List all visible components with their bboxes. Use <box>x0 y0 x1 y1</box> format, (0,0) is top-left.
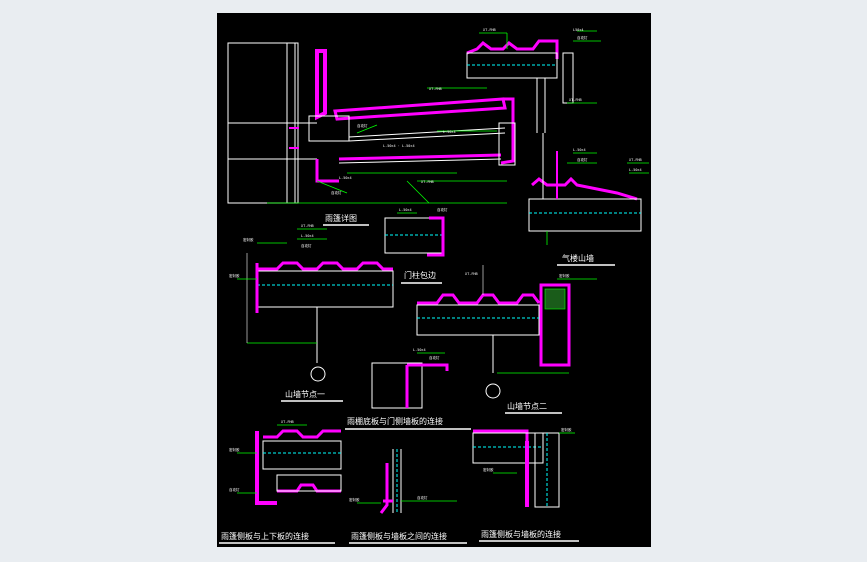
callout: 密封胶 <box>483 467 494 472</box>
roof-panel-profile <box>417 293 541 305</box>
title-canopy-side-top-bottom: 雨篷侧板与上下板的连接 <box>221 531 309 541</box>
hatched-block <box>544 288 566 310</box>
callout: 自攻钉 <box>331 190 342 195</box>
title-door-column-cover: 门柱包边 <box>404 270 436 280</box>
axis-marker <box>485 383 501 399</box>
callout: XT-FHB <box>429 87 442 91</box>
callout: 自攻钉 <box>417 495 428 500</box>
roof-panel-profile <box>255 261 393 271</box>
callout: L-50×4 · L-50×4 <box>383 144 415 148</box>
callout: 自攻钉 <box>577 35 588 40</box>
callout: 密封胶 <box>561 427 572 432</box>
canopy-soffit-panel <box>338 153 502 161</box>
callout: L-50×4 <box>629 168 642 172</box>
callout: 自攻钉 <box>577 157 588 162</box>
callout: 密封胶 <box>243 237 254 242</box>
parapet-panel-profile <box>531 176 638 201</box>
canopy-fascia-panel <box>315 49 327 121</box>
title-canopy-side-wall: 雨篷侧板与墙板的连接 <box>481 529 561 539</box>
callout: XT-FHB <box>483 28 496 32</box>
callout: XT-FHB <box>465 272 478 276</box>
callout: L-50×4 <box>573 148 586 152</box>
canopy-side-between-view <box>357 449 457 514</box>
canopy-side-top-bottom-view <box>237 424 342 505</box>
callout: L-50×4 <box>399 208 412 212</box>
callout: 自攻钉 <box>229 487 240 492</box>
title-canopy-side-between: 雨篷侧板与墙板之间的连接 <box>351 531 447 541</box>
callout: XT-FHB <box>629 158 642 162</box>
canopy-side-panel <box>255 431 277 505</box>
callout: 密封胶 <box>559 273 570 278</box>
callout: L-50×4 <box>413 348 426 352</box>
callout: 自攻钉 <box>437 207 448 212</box>
drawing-sheet: XT-FHB L-50×4 XT-FHB L-50×4 · L-50×4 L-5… <box>217 13 651 547</box>
gable-node-2-view <box>416 265 597 399</box>
callout: L50×4 <box>573 28 584 32</box>
callout: L-50×4 <box>301 234 314 238</box>
callout: 自攻钉 <box>357 123 368 128</box>
callout: L-50×4 <box>339 176 352 180</box>
gable-parapet-view <box>466 30 649 245</box>
door-column-cover-view <box>384 212 445 257</box>
canopy-detail-view <box>227 42 516 204</box>
canopy-door-panel-view <box>371 352 449 409</box>
callout: 密封胶 <box>349 497 360 502</box>
title-gable-parapet: 气楼山墙 <box>562 253 594 263</box>
canopy-beam <box>308 115 350 142</box>
gable-node-1-view <box>237 228 394 382</box>
cad-drawing: XT-FHB L-50×4 XT-FHB L-50×4 · L-50×4 L-5… <box>219 28 649 544</box>
roof-panel-profile <box>466 39 559 59</box>
callout: XT-FHB <box>421 180 434 184</box>
canopy-roof-panel <box>333 97 507 121</box>
callout: XT-FHB <box>569 98 582 102</box>
callout: 自攻钉 <box>301 243 312 248</box>
title-gable-node-1: 山墙节点一 <box>285 389 325 399</box>
callout: XT-FHB <box>281 420 294 424</box>
callout: 密封胶 <box>229 273 240 278</box>
title-canopy-detail: 雨篷详图 <box>325 213 357 223</box>
axis-marker <box>310 366 326 382</box>
callout: 密封胶 <box>229 447 240 452</box>
callout: L-50×4 <box>443 130 456 134</box>
title-canopy-door-panel: 雨棚底板与门侧墙板的连接 <box>347 416 443 426</box>
gable-wall <box>539 283 571 367</box>
canopy-side-wall-view <box>472 429 575 508</box>
title-gable-node-2: 山墙节点二 <box>507 401 547 411</box>
callout: 自攻钉 <box>429 355 440 360</box>
callout: XT-FHB <box>301 224 314 228</box>
